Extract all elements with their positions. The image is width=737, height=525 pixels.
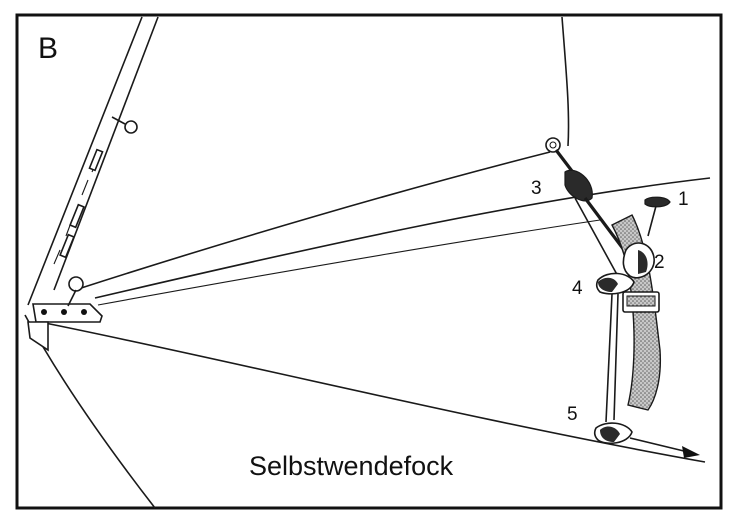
- pull-arrow: [629, 437, 700, 458]
- panel-label: B: [38, 32, 58, 65]
- cleat-1: [644, 196, 671, 237]
- control-line-b: [613, 293, 619, 421]
- control-line: [605, 293, 613, 423]
- jib-luff: [27, 16, 159, 306]
- diagram-frame: [15, 13, 723, 510]
- deck-line: [94, 177, 711, 299]
- tack-fitting: [27, 303, 103, 352]
- sail-foot: [74, 151, 551, 291]
- block-5: [593, 422, 633, 445]
- block-4: [595, 272, 635, 295]
- sheet-rope-side: [574, 197, 621, 281]
- callout-3: 3: [531, 178, 542, 199]
- luff-eyelet: [111, 116, 138, 134]
- clew-eyelet: [545, 137, 561, 153]
- block-2: [622, 242, 655, 279]
- traveler-car: [622, 291, 660, 313]
- callout-2: 2: [654, 252, 665, 273]
- deck-line-lower: [97, 219, 601, 306]
- block-3: [564, 169, 593, 202]
- caption: Selbstwendefock: [249, 451, 454, 481]
- sail-leech: [561, 16, 570, 147]
- tack-eyelet: [67, 276, 84, 307]
- callout-4: 4: [572, 278, 583, 299]
- callout-1: 1: [678, 189, 689, 210]
- callout-5: 5: [567, 404, 578, 425]
